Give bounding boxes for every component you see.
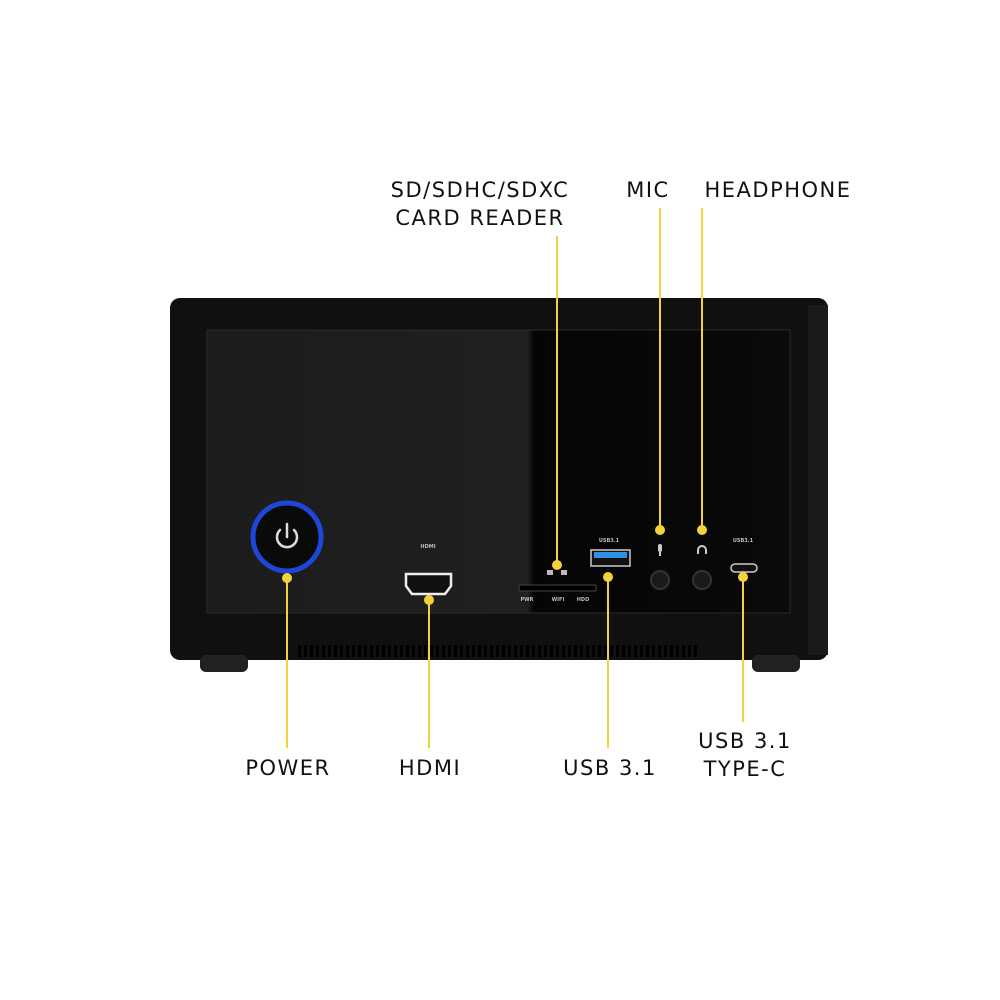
vent-slot (388, 645, 391, 657)
vent-slot (448, 645, 451, 657)
vent-slot (526, 645, 529, 657)
vent-slot (502, 645, 505, 657)
vent-slot (586, 645, 589, 657)
vent-grille (298, 645, 697, 657)
vent-slot (484, 645, 487, 657)
vent-slot (358, 645, 361, 657)
pwr-led-label: PWR (520, 597, 533, 603)
vent-slot (658, 645, 661, 657)
vent-slot (382, 645, 385, 657)
vent-slot (472, 645, 475, 657)
foot-right (752, 655, 800, 672)
vent-slot (622, 645, 625, 657)
vent-slot (652, 645, 655, 657)
vent-slot (400, 645, 403, 657)
vent-slot (550, 645, 553, 657)
headphone-icon (697, 545, 707, 554)
vent-slot (562, 645, 565, 657)
vent-slot (412, 645, 415, 657)
vent-slot (454, 645, 457, 657)
card-reader-label-line2: CARD READER (395, 206, 564, 230)
vent-slot (694, 645, 697, 657)
vent-slot (514, 645, 517, 657)
vent-slot (544, 645, 547, 657)
hdmi-marking: HDMI (420, 544, 435, 550)
vent-slot (538, 645, 541, 657)
vent-slot (418, 645, 421, 657)
power-label: POWER (245, 756, 330, 780)
vent-slot (592, 645, 595, 657)
vent-slot (670, 645, 673, 657)
vent-slot (334, 645, 337, 657)
vent-slot (442, 645, 445, 657)
vent-slot (460, 645, 463, 657)
device-side-right (808, 305, 828, 655)
mic-jack (650, 570, 670, 590)
vent-slot (364, 645, 367, 657)
vent-slot (640, 645, 643, 657)
vent-slot (304, 645, 307, 657)
vent-slot (346, 645, 349, 657)
usb-c-port (730, 563, 758, 573)
vent-slot (298, 645, 301, 657)
vent-slot (316, 645, 319, 657)
vent-slot (598, 645, 601, 657)
vent-slot (580, 645, 583, 657)
vent-slot (532, 645, 535, 657)
vent-slot (520, 645, 523, 657)
card-reader-label-line1: SD/SDHC/SDXC (391, 178, 570, 202)
vent-slot (496, 645, 499, 657)
vent-slot (490, 645, 493, 657)
vent-slot (466, 645, 469, 657)
wifi-led-label: WIFI (552, 597, 565, 603)
vent-slot (568, 645, 571, 657)
vent-slot (628, 645, 631, 657)
vent-slot (430, 645, 433, 657)
microphone-icon (658, 544, 662, 556)
sd-card-icon (547, 570, 567, 575)
typec-label-line1: USB 3.1 (698, 729, 792, 753)
vent-slot (478, 645, 481, 657)
hdmi-port (404, 572, 453, 596)
typec-marking: USB3.1 (733, 538, 754, 544)
mic-label: MIC (626, 178, 669, 202)
power-icon (275, 522, 299, 549)
vent-slot (610, 645, 613, 657)
vent-slot (682, 645, 685, 657)
vent-slot (574, 645, 577, 657)
vent-slot (556, 645, 559, 657)
hdmi-label: HDMI (399, 756, 461, 780)
vent-slot (376, 645, 379, 657)
vent-slot (394, 645, 397, 657)
headphone-jack (692, 570, 712, 590)
callout-lines (286, 208, 744, 748)
usb-port-tongue (594, 552, 627, 558)
foot-left (200, 655, 248, 672)
vent-slot (508, 645, 511, 657)
hdd-led-label: HDD (577, 597, 590, 603)
card-reader-slot (518, 584, 597, 592)
vent-slot (436, 645, 439, 657)
usb-label: USB 3.1 (563, 756, 657, 780)
vent-slot (310, 645, 313, 657)
vent-slot (328, 645, 331, 657)
vent-slot (664, 645, 667, 657)
callout-dots (282, 525, 748, 605)
vent-slot (424, 645, 427, 657)
vent-slot (322, 645, 325, 657)
vent-slot (406, 645, 409, 657)
vent-slot (370, 645, 373, 657)
vent-slot (688, 645, 691, 657)
typec-label-line2: TYPE-C (703, 757, 787, 781)
usb-marking: USB3.1 (599, 538, 620, 544)
vent-slot (634, 645, 637, 657)
headphone-label: HEADPHONE (704, 178, 851, 202)
vent-slot (340, 645, 343, 657)
vent-slot (604, 645, 607, 657)
vent-slot (646, 645, 649, 657)
vent-slot (676, 645, 679, 657)
vent-slot (616, 645, 619, 657)
vent-slot (352, 645, 355, 657)
